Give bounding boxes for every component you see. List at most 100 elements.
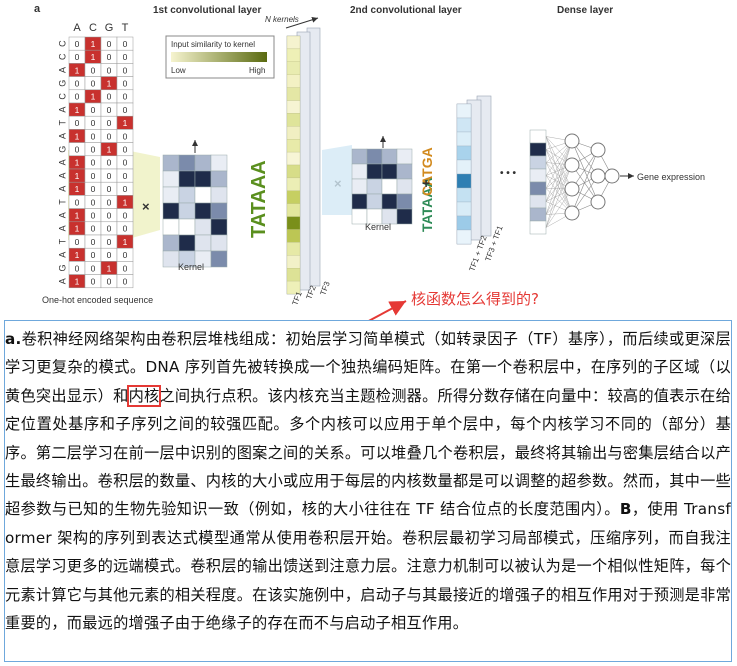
conv2-vector-cell <box>456 229 472 245</box>
kernel-cell <box>210 218 228 236</box>
kernel-cell <box>366 148 383 165</box>
onehot-cell-value: 0 <box>75 145 80 155</box>
output-vector-cell <box>286 151 301 166</box>
onehot-cell-value: 1 <box>107 79 112 89</box>
onehot-cell-value: 0 <box>107 171 112 181</box>
onehot-cell-value: 0 <box>91 250 96 260</box>
onehot-cell-value: 1 <box>123 197 128 207</box>
onehot-cell-value: 0 <box>107 250 112 260</box>
conv2-vector-cell <box>456 187 472 203</box>
dense-connection <box>545 175 573 214</box>
onehot-cell-value: 0 <box>107 237 112 247</box>
caption-paragraph: a.卷积神经网络架构由卷积层堆栈组成：初始层学习简单模式（如转录因子（TF）基序… <box>5 325 731 637</box>
output-vector-cell <box>286 164 301 179</box>
kernel-cell <box>194 170 212 188</box>
dense-connection <box>571 140 599 203</box>
onehot-cell-value: 0 <box>75 39 80 49</box>
dense-connection <box>571 164 599 203</box>
onehot-row-label: C <box>57 40 67 47</box>
output-vector-cell <box>286 48 301 62</box>
annotation-question: 核函数怎么得到的? <box>411 290 539 308</box>
onehot-cell-value: 0 <box>123 52 128 62</box>
dense-node <box>590 194 606 210</box>
kernel-cell <box>194 234 212 252</box>
motif-logo-2b: CATGA <box>419 147 435 196</box>
dense-layer <box>529 129 634 235</box>
onehot-column-header: G <box>105 22 114 34</box>
similarity-legend: Input similarity to kernel Low High <box>165 35 275 79</box>
kernel-cell <box>210 186 228 204</box>
onehot-cell-value: 1 <box>107 263 112 273</box>
output-label: Gene expression <box>637 172 705 182</box>
onehot-cell-value: 1 <box>75 277 80 287</box>
onehot-cell-value: 1 <box>75 211 80 221</box>
onehot-cell-value: 0 <box>107 105 112 115</box>
onehot-cell-value: 1 <box>75 105 80 115</box>
output-vector-cell <box>286 100 301 114</box>
onehot-cell-value: 0 <box>123 263 128 273</box>
onehot-cell-value: 0 <box>91 277 96 287</box>
onehot-cell-value: 1 <box>75 131 80 141</box>
onehot-cell-value: 0 <box>123 158 128 168</box>
onehot-cell-value: 1 <box>91 39 96 49</box>
dense-connection <box>545 140 573 189</box>
caption-box: a.卷积神经网络架构由卷积层堆栈组成：初始层学习简单模式（如转录因子（TF）基序… <box>4 320 732 662</box>
caption-label-a: a. <box>5 330 22 348</box>
kernel-cell <box>194 186 212 204</box>
kernel-cell <box>162 154 180 172</box>
legend-title: Input similarity to kernel <box>171 40 255 49</box>
onehot-cell-value: 0 <box>123 277 128 287</box>
onehot-cell-value: 1 <box>91 92 96 102</box>
output-vector-cell <box>286 87 301 101</box>
kernel-cell <box>396 208 413 225</box>
onehot-cell-value: 1 <box>75 171 80 181</box>
dense-connection <box>545 164 573 228</box>
output-vector-cell <box>286 280 301 295</box>
output-vector-cell <box>286 255 301 269</box>
onehot-cell-value: 0 <box>123 171 128 181</box>
conv2-vector-cell <box>456 173 472 189</box>
kernel-cell <box>162 234 180 252</box>
dense-connection <box>545 140 573 215</box>
dense-connection <box>545 140 573 202</box>
onehot-row-label: A <box>57 212 67 218</box>
kernel-cell <box>366 178 383 195</box>
onehot-cell-value: 0 <box>75 79 80 89</box>
kernel-cell <box>396 193 413 210</box>
onehot-row-label: C <box>57 53 67 60</box>
dense-connection <box>545 136 573 190</box>
output-vector-cell <box>286 229 301 243</box>
kernel-cell <box>194 202 212 220</box>
conv2-vector-cell <box>456 131 472 147</box>
dense-node <box>590 168 606 184</box>
onehot-row-label: T <box>57 199 67 205</box>
onehot-row-label: A <box>57 159 67 165</box>
kernel-cell <box>162 250 180 268</box>
dense-connection <box>571 149 599 214</box>
onehot-row-label: G <box>57 146 67 153</box>
onehot-column-header: A <box>73 22 81 34</box>
onehot-row-label: G <box>57 264 67 271</box>
onehot-cell-value: 0 <box>75 263 80 273</box>
output-vector-cell <box>286 203 301 217</box>
onehot-cell-value: 0 <box>107 65 112 75</box>
dense-connection <box>545 149 573 214</box>
output-vector-cell <box>286 61 301 75</box>
kernel-2 <box>351 148 413 225</box>
onehot-cell-value: 0 <box>107 131 112 141</box>
onehot-row-label: A <box>57 67 67 73</box>
onehot-cell-value: 0 <box>107 118 112 128</box>
onehot-cell-value: 0 <box>123 65 128 75</box>
output-vector-cell <box>286 113 301 127</box>
kernel-cell <box>194 218 212 236</box>
onehot-row-label: A <box>57 133 67 139</box>
kernel-cell <box>178 234 196 252</box>
onehot-cell <box>116 274 134 289</box>
output-vector-cell <box>286 242 301 256</box>
kernel-1-label: Kernel <box>178 262 204 272</box>
kernel-cell <box>210 154 228 172</box>
dense-node <box>564 205 580 221</box>
onehot-cell-value: 0 <box>75 237 80 247</box>
onehot-cell-value: 1 <box>75 224 80 234</box>
